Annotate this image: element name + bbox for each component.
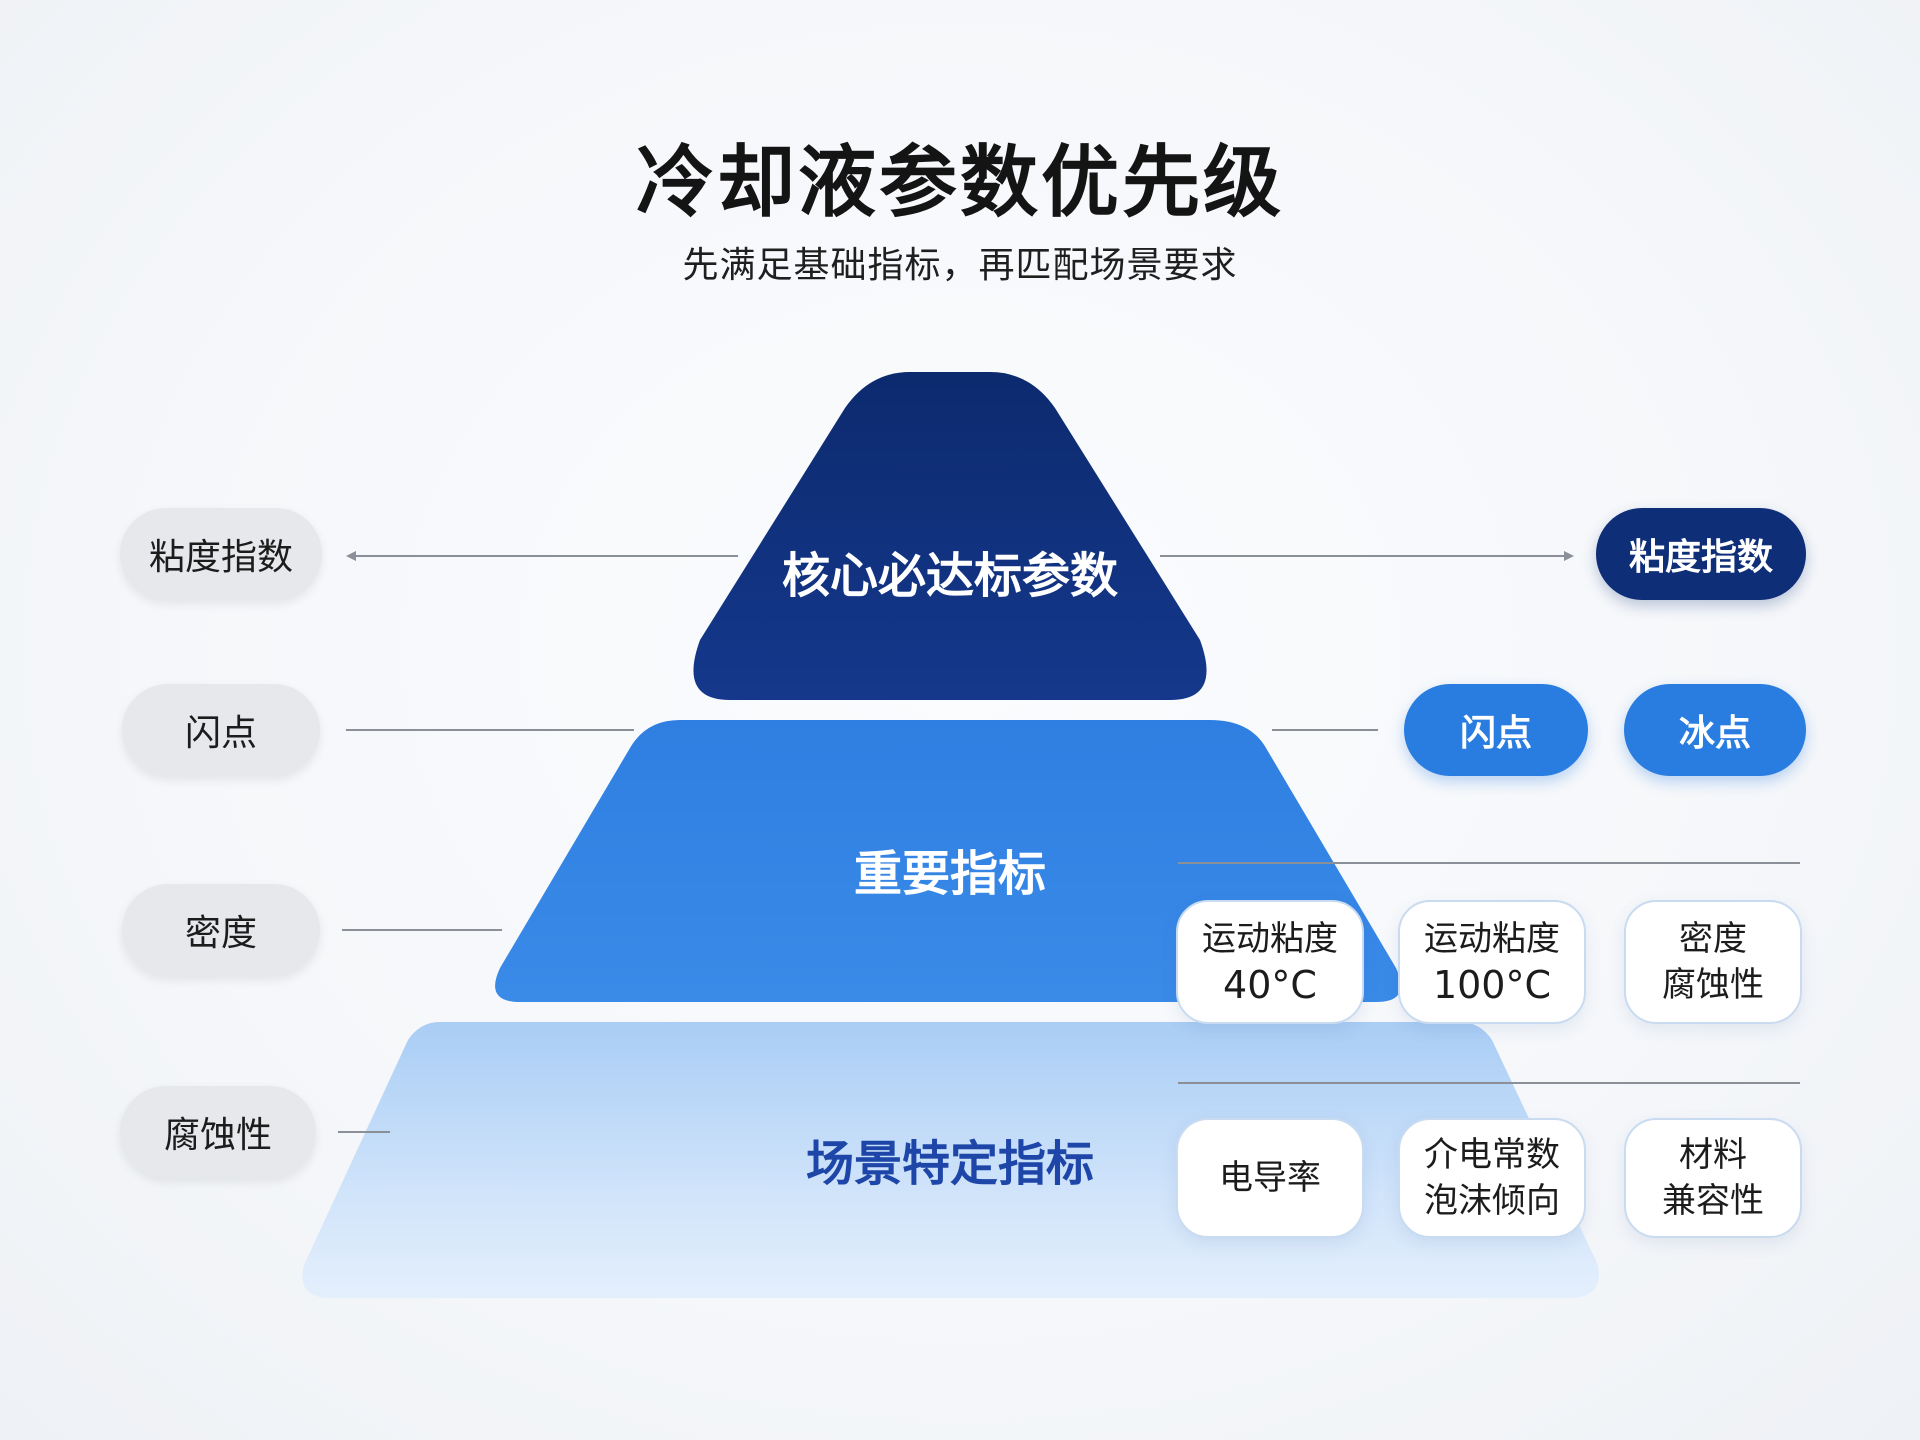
- left-label-flash-point: 闪点: [122, 684, 320, 776]
- card-line: 腐蚀性: [1662, 965, 1764, 1005]
- card-line: 泡沫倾向: [1424, 1181, 1560, 1221]
- card-line: 介电常数: [1424, 1135, 1560, 1175]
- diagram-subtitle: 先满足基础指标，再匹配场景要求: [682, 245, 1238, 286]
- card-line: 密度: [1679, 919, 1747, 959]
- card-line: 材料: [1679, 1135, 1747, 1175]
- card-line: 电导率: [1219, 1158, 1321, 1198]
- card-kinematic-viscosity-100: 运动粘度 100°C: [1398, 900, 1586, 1024]
- card-density-corrosion: 密度 腐蚀性: [1624, 900, 1802, 1024]
- left-label-density: 密度: [122, 884, 320, 976]
- right-pill-flash-point: 闪点: [1404, 684, 1588, 776]
- tier-top-label: 核心必达标参数: [781, 548, 1118, 604]
- right-pill-viscosity-index: 粘度指数: [1596, 508, 1806, 600]
- tier-bottom-label: 场景特定指标: [805, 1136, 1094, 1192]
- pyramid-tier-top: [693, 372, 1207, 700]
- card-dielectric-foaming: 介电常数 泡沫倾向: [1398, 1118, 1586, 1238]
- card-conductivity: 电导率: [1176, 1118, 1364, 1238]
- card-line: 40°C: [1223, 963, 1317, 1007]
- left-label-viscosity-index: 粘度指数: [120, 508, 322, 600]
- right-pill-freezing-point: 冰点: [1624, 684, 1806, 776]
- tier-middle-label: 重要指标: [853, 846, 1046, 902]
- card-line: 运动粘度: [1202, 919, 1338, 959]
- diagram-title: 冷却液参数优先级: [635, 138, 1284, 228]
- card-line: 100°C: [1432, 963, 1552, 1007]
- pyramid-tier-middle: [495, 720, 1401, 1002]
- card-material-compatibility: 材料 兼容性: [1624, 1118, 1802, 1238]
- card-line: 运动粘度: [1424, 919, 1560, 959]
- card-kinematic-viscosity-40: 运动粘度 40°C: [1176, 900, 1364, 1024]
- arrow-left: [346, 551, 356, 561]
- card-line: 兼容性: [1662, 1181, 1764, 1221]
- left-label-corrosion: 腐蚀性: [120, 1086, 316, 1178]
- arrow-right: [1564, 551, 1574, 561]
